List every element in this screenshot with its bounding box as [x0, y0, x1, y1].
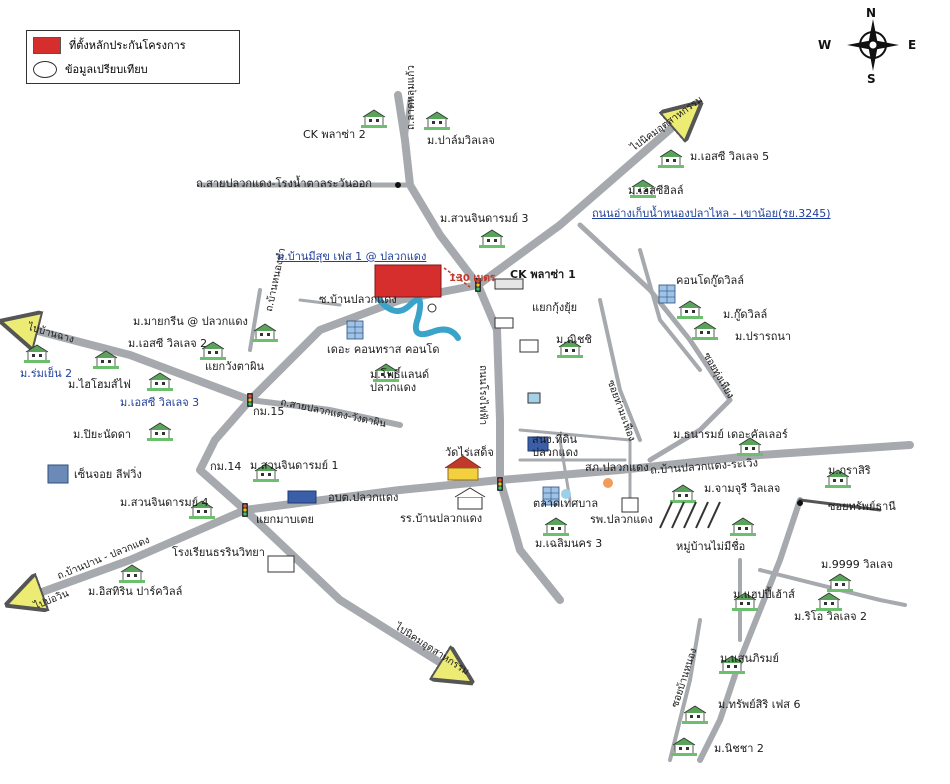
place-school-ban: รร.บ้านปลวกแดง: [400, 512, 483, 525]
place-wat-rai-sod: วัดไร่เสด็จ: [445, 446, 494, 459]
road-label-lat-lum-kaew: ถ.ลาดหลุมแก้ว: [406, 65, 417, 130]
legend-comparison-label: ข้อมูลเปรียบเทียบ: [65, 63, 148, 76]
place-police-station: สภ.ปลวกแดง: [585, 461, 649, 474]
compass-rose: [847, 19, 899, 71]
temple-icon: [444, 455, 482, 481]
place-nichi: ม.ณิชชิ: [556, 333, 592, 346]
road-label-mid-vertical: ถนนโรงไฟฟ้า: [477, 365, 488, 426]
legend-site-label: ที่ตั้งหลักประกันโครงการ: [69, 39, 186, 52]
place-son-joy: เซ็นจอย ลีฟวิ่ง: [74, 468, 142, 481]
place-suan-chinda-4: ม.สวนจินดารมย์ 4: [120, 496, 209, 509]
distance-arrow: [443, 267, 471, 288]
place-yaek-wang-ta-phin: แยกวังตาผิน: [205, 360, 265, 373]
place-my-green: ม.มายกรีน @ ปลวกแดง: [133, 315, 248, 328]
place-hospital: รพ.ปลวกแดง: [590, 513, 653, 526]
place-yaek-map-yai: แยกมาบเตย: [256, 513, 314, 526]
office-icons: [47, 278, 639, 573]
compass-north: N: [866, 6, 877, 20]
place-sc-villa-2: ม.เอสซี วิลเลจ 2: [128, 337, 208, 350]
school-icon: [454, 487, 486, 510]
project-site-marker: [374, 264, 442, 298]
place-amphoe-office: อบต.ปลวกแดง: [328, 491, 399, 504]
place-km-15: กม.15: [253, 405, 285, 418]
compass-west: W: [818, 38, 832, 52]
place-high-home: ม.ไฮโฮมส์ไฟ: [68, 378, 131, 391]
row-houses: [659, 501, 721, 529]
road-label-ban-pluak-daeng-lane: ซ.บ้านปลวกแดง: [319, 293, 397, 306]
map-legend: ที่ตั้งหลักประกันโครงการ ข้อมูลเปรียบเที…: [26, 30, 240, 84]
river: [375, 295, 461, 341]
comparison-marker: [427, 303, 437, 313]
place-condo-good: คอนโดกู๊ดวิลล์: [676, 274, 744, 287]
place-good-villa: ม.กู๊ดวิลล์: [723, 308, 768, 321]
place-parinda: ม.ปรารถนา: [735, 330, 792, 343]
place-suan-chinda-3: ม.สวนจินดารมย์ 3: [440, 212, 529, 225]
legend-row-site: ที่ตั้งหลักประกันโครงการ: [33, 35, 186, 55]
place-pruksa-land: ม.โพธิ์แลนด์ ปลวกแดง: [370, 368, 430, 394]
place-km-14: กม.14: [210, 460, 242, 473]
site-swatch: [33, 36, 61, 54]
road-label-sai-plaeng: ถ.สายปลวกแดง-โรงน้ำตาลระวันออก: [196, 177, 372, 190]
place-the-condo: เดอะ คอนทราส คอนโด: [327, 343, 440, 356]
place-piyanat: ม.ปิยะนัดดา: [73, 428, 132, 441]
place-nicha-2: ม.นิชชา 2: [714, 742, 764, 755]
place-happy-house: ม.แฮปปี้เฮ้าส์: [733, 588, 795, 601]
place-ck-plaza-1: CK พลาซ่า 1: [510, 268, 576, 281]
place-9999-villa: ม.9999 วิลเลจ: [821, 558, 894, 571]
place-market: ตลาดเทศบาล: [533, 497, 599, 510]
legend-row-comparison: ข้อมูลเปรียบเทียบ: [33, 59, 148, 79]
road-label-reservoir: ถนนอ่างเก็บน้ำหนองปลาไหล - เขาน้อย(รย.32…: [592, 207, 831, 220]
place-sc-villa-5: ม.เอสซี วิลเลจ 5: [690, 150, 770, 163]
distance-label: 130 เมตร: [449, 273, 496, 284]
place-rio-villa-2: ม.ริโอ วิลเลจ 2: [794, 610, 868, 623]
place-sen-phirom: ม.แสนภิรมย์: [720, 652, 779, 665]
place-ck-plaza-2: CK พลาซ่า 2: [303, 128, 366, 141]
compass-south: S: [867, 72, 876, 86]
place-school-rin: โรงเรียนธรรินวิทยา: [172, 546, 265, 559]
place-palm-villa: ม.ปาล์มวิลเลจ: [427, 134, 495, 147]
place-yaek-kung-tung: แยกกุ้งยุ้ย: [532, 301, 578, 314]
place-rom-yen-2: ม.ร่มเย็น 2: [20, 367, 73, 380]
place-land-office: สนง.ที่ดิน ปลวกแดง: [532, 433, 579, 459]
place-village-no-name: หมู่บ้านไม่มีชื่อ: [676, 540, 746, 553]
place-sc-villa-3: ม.เอสซี วิลเลจ 3: [120, 396, 200, 409]
place-chaloem-3: ม.เฉลิมนคร 3: [535, 537, 603, 550]
place-sc-hill: ม.เอสซีฮิลล์: [628, 184, 684, 197]
place-suan-chinda-1: ม.สวนจินดารมย์ 1: [250, 459, 339, 472]
place-istrin-park: ม.อิสทิริน ปาร์ควิลล์: [88, 585, 183, 598]
place-baan-mi-suk: ม.บ้านมีสุข เฟส 1 @ ปลวกแดง: [277, 250, 427, 263]
road-label-soi-sap: ซอยทรัพย์ธานี: [828, 500, 896, 513]
place-thanaram: ม.ธนารมย์ เดอะคัลเลอร์: [673, 428, 788, 441]
comparison-swatch: [33, 60, 57, 78]
compass-east: E: [908, 38, 917, 52]
place-sap-siri-6: ม.ทรัพย์สิริ เฟส 6: [718, 698, 801, 711]
place-parasiri: ม.ภราสิริ: [828, 464, 871, 477]
place-chamchuri: ม.จามจุรี วิลเลจ: [704, 482, 781, 495]
